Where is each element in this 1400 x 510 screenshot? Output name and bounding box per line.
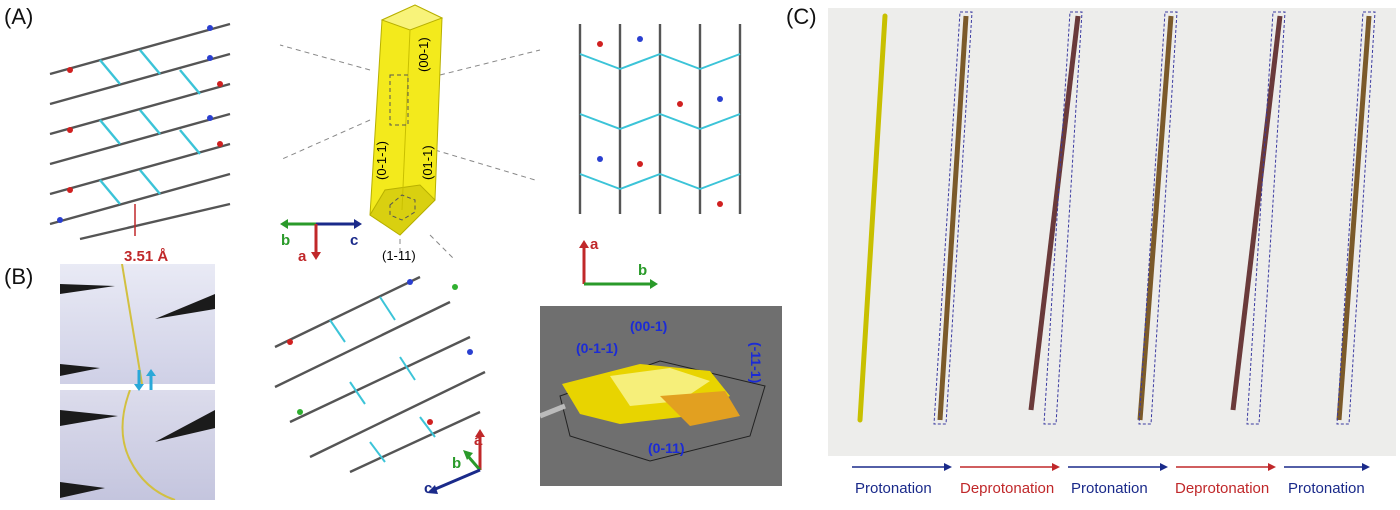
molecular-packing-side-view <box>49 22 231 241</box>
photo-facet-11-1: (-11-1) <box>748 342 764 384</box>
molecular-packing-top-view <box>578 24 742 214</box>
axis-label-a-right: a <box>590 236 599 253</box>
axis-label-a-bottom: a <box>474 432 483 449</box>
photo-facet-0-1-1: (0-1-1) <box>576 340 619 356</box>
axis-label-b-right: b <box>638 262 648 279</box>
step-label-1: Protonation <box>855 480 932 497</box>
step-label-4: Deprotonation <box>1175 480 1270 497</box>
step-label-3: Protonation <box>1071 480 1148 497</box>
facet-label-00-1: (00-1) <box>416 37 431 72</box>
protonation-sequence-photo <box>828 8 1396 456</box>
panel-label-c: (C) <box>786 4 817 29</box>
axis-label-b-center: b <box>281 232 291 249</box>
panel-label-a: (A) <box>4 4 34 29</box>
axes-right <box>579 240 658 289</box>
axes-center <box>280 219 362 260</box>
micrograph-straight <box>60 264 215 384</box>
facet-label-0-1-1: (0-1-1) <box>374 140 389 180</box>
axis-label-b-bottom: b <box>452 455 462 472</box>
step-label-2: Deprotonation <box>960 480 1055 497</box>
axis-label-c-center: c <box>350 232 359 249</box>
step-label-5: Protonation <box>1288 480 1365 497</box>
switch-arrows-icon <box>134 369 156 391</box>
panel-label-b: (B) <box>4 264 34 289</box>
crystal-model <box>279 4 541 261</box>
axis-label-c-bottom: c <box>424 480 433 497</box>
micrograph-bent <box>60 390 215 500</box>
axis-label-a-center: a <box>298 248 307 265</box>
step-arrows <box>852 463 1370 471</box>
facet-label-1-11: (1-11) <box>382 248 416 263</box>
photo-facet-0-11: (0-11) <box>648 440 685 456</box>
molecular-packing-end-view <box>274 275 486 474</box>
facet-label-01-1: (01-1) <box>420 145 435 180</box>
crystal-photo <box>540 306 782 486</box>
photo-facet-00-1: (00-1) <box>630 318 668 334</box>
stacking-distance-label: 3.51 Å <box>124 248 169 265</box>
axes-bottom <box>427 429 485 494</box>
